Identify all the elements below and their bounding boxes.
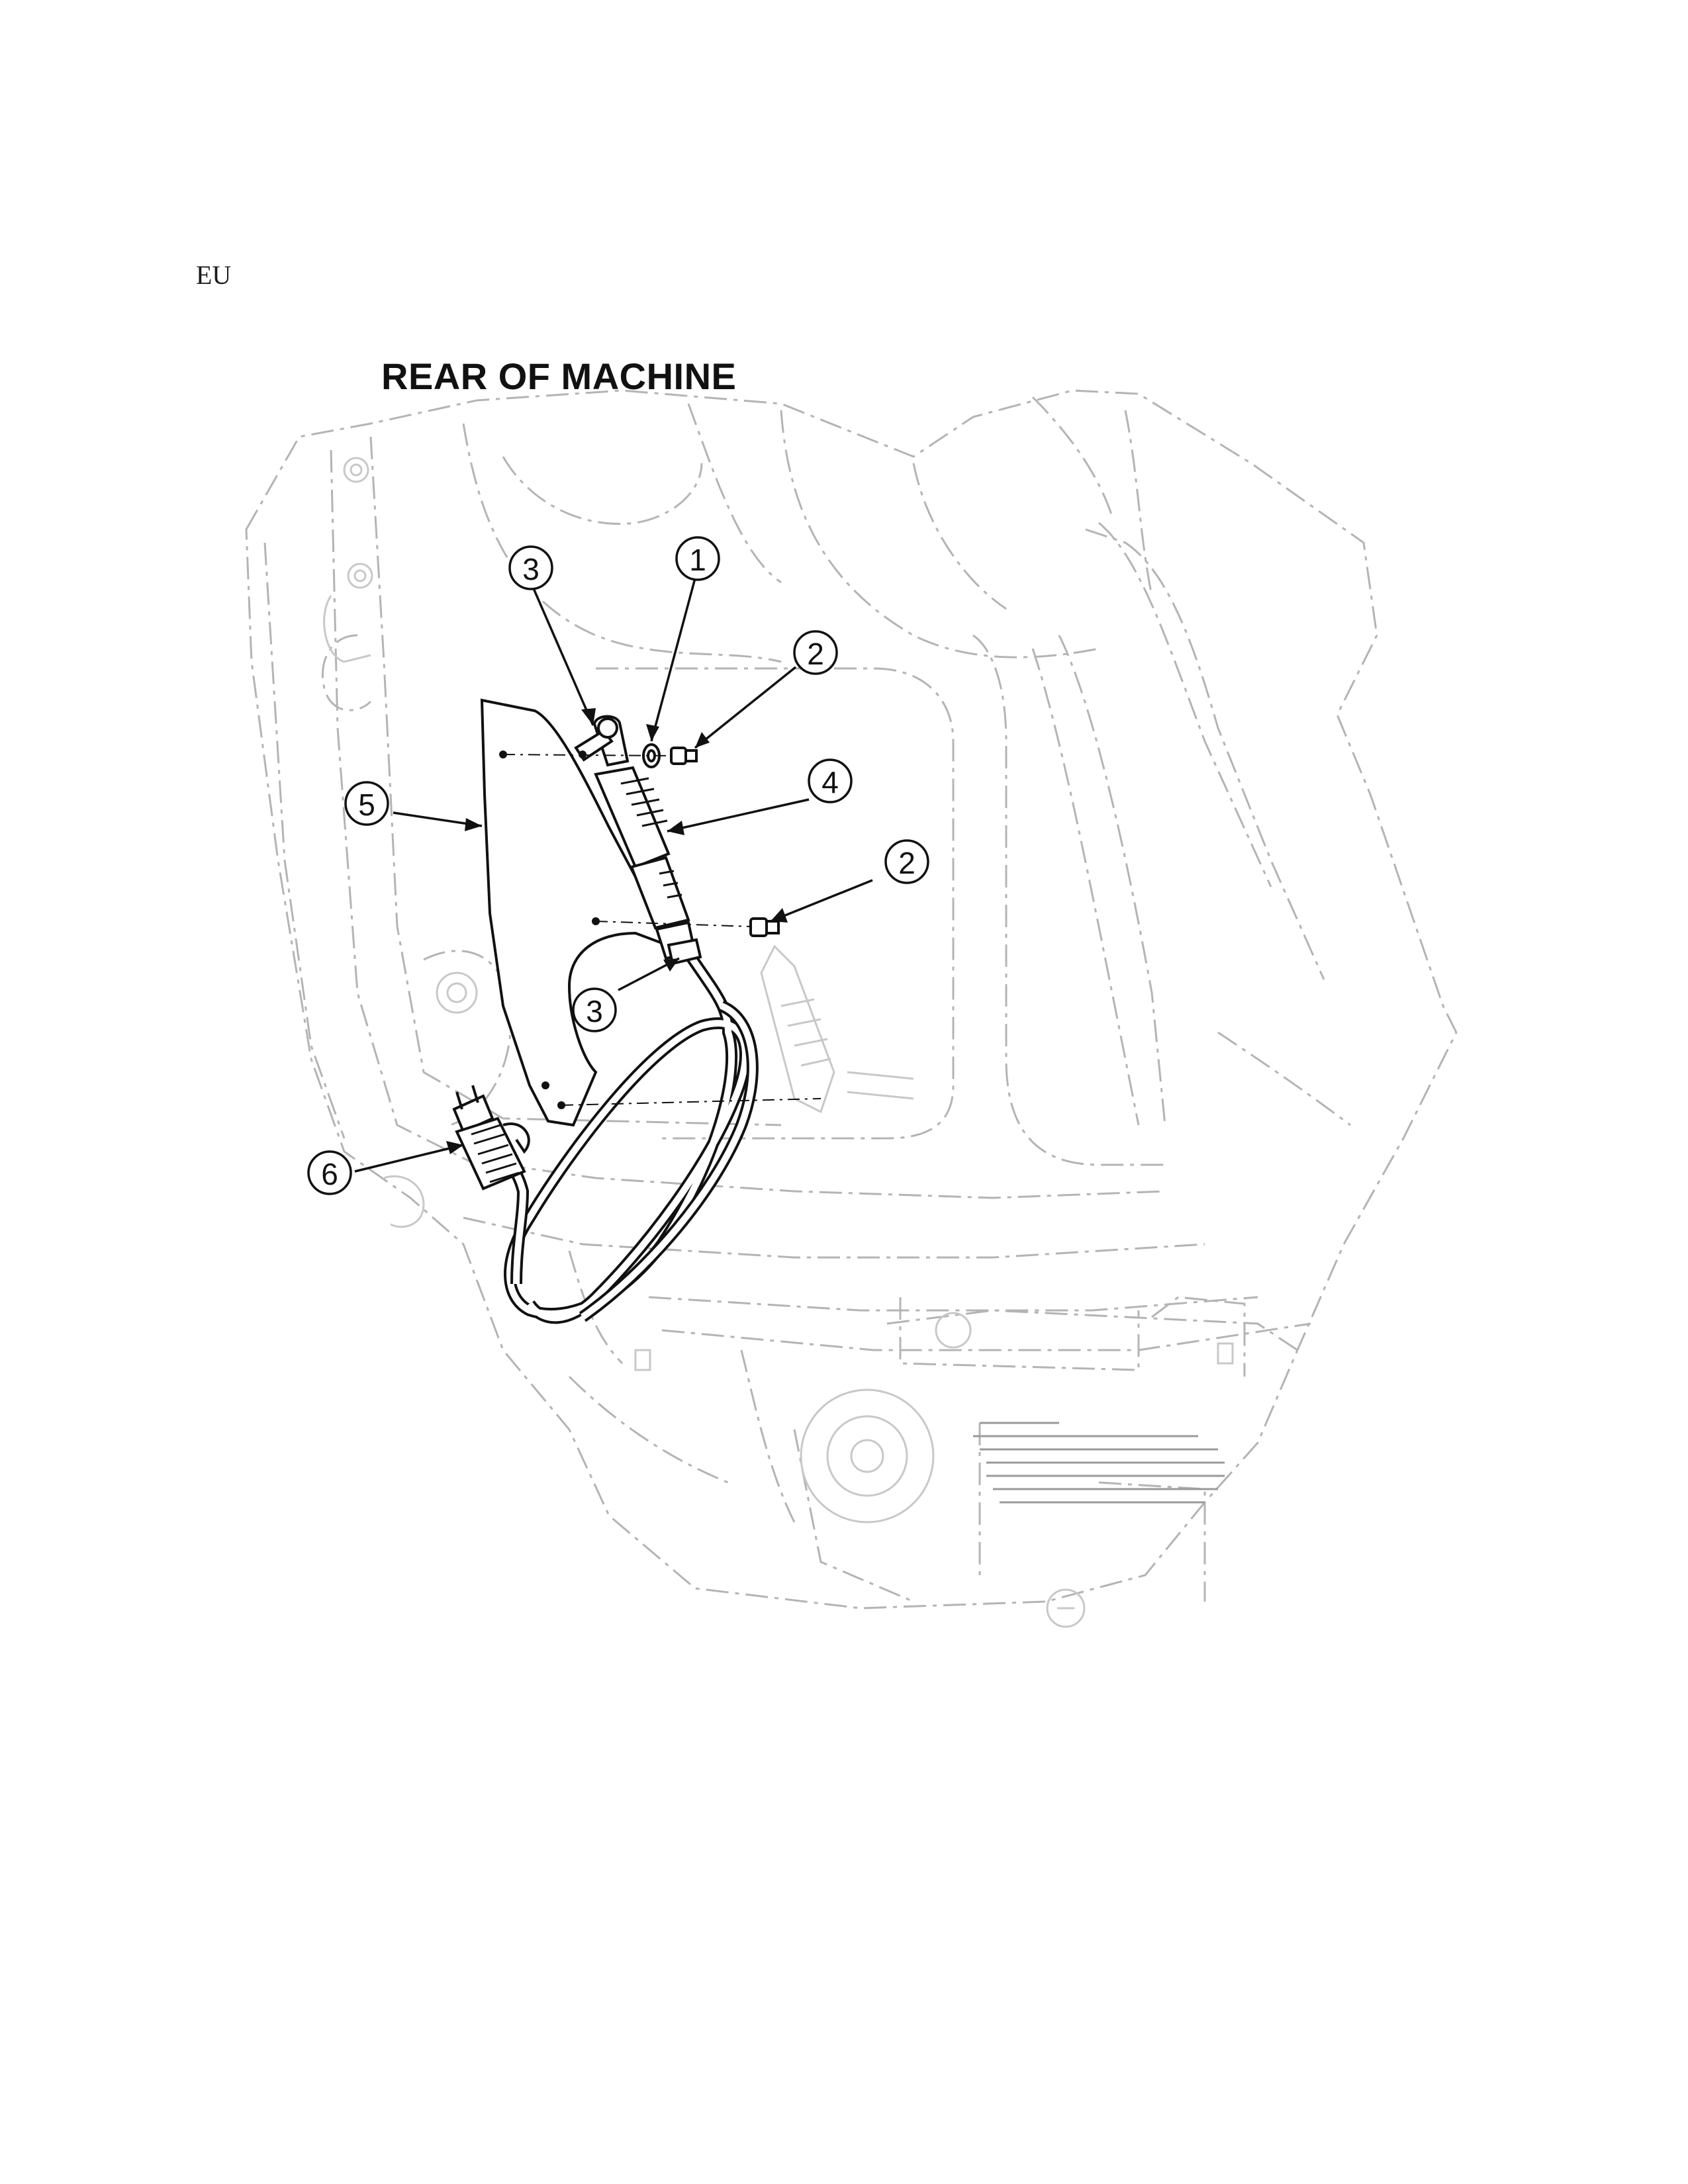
machine-ghost-hardware — [323, 457, 1234, 1628]
callout-number: 2 — [898, 846, 915, 880]
callout-5: 5 — [344, 781, 389, 826]
machine-body-outline — [245, 389, 1458, 1610]
callout-number: 2 — [807, 637, 824, 671]
callout-number: 3 — [586, 994, 603, 1028]
machine-grille — [973, 1422, 1225, 1504]
diagram-title: REAR OF MACHINE — [381, 355, 737, 397]
leader-arrowheads — [446, 708, 788, 1154]
callout-1: 1 — [675, 536, 720, 581]
region-tag: EU — [196, 260, 232, 290]
plug-part-6 — [452, 1085, 530, 1191]
callout-number: 5 — [358, 788, 375, 822]
screw-lower-part-2 — [749, 917, 780, 937]
assembly-center-lines — [502, 754, 821, 1106]
callout-2b: 2 — [884, 839, 929, 884]
screw-upper-part-2 — [670, 747, 698, 765]
callout-number: 6 — [321, 1157, 338, 1191]
callout-4: 4 — [808, 758, 853, 803]
callout-number: 1 — [689, 543, 706, 577]
callout-3a: 3 — [508, 545, 553, 590]
callout-3b: 3 — [572, 987, 617, 1032]
mounting-bracket-part-5 — [480, 698, 690, 1127]
callout-number: 4 — [821, 765, 839, 799]
cord-clamp-lower-part-3 — [667, 938, 702, 966]
cord-clamp-upper-part-3 — [574, 717, 618, 762]
callout-number: 3 — [522, 552, 539, 586]
callout-2a: 2 — [793, 630, 838, 675]
callout-6: 6 — [307, 1150, 352, 1195]
